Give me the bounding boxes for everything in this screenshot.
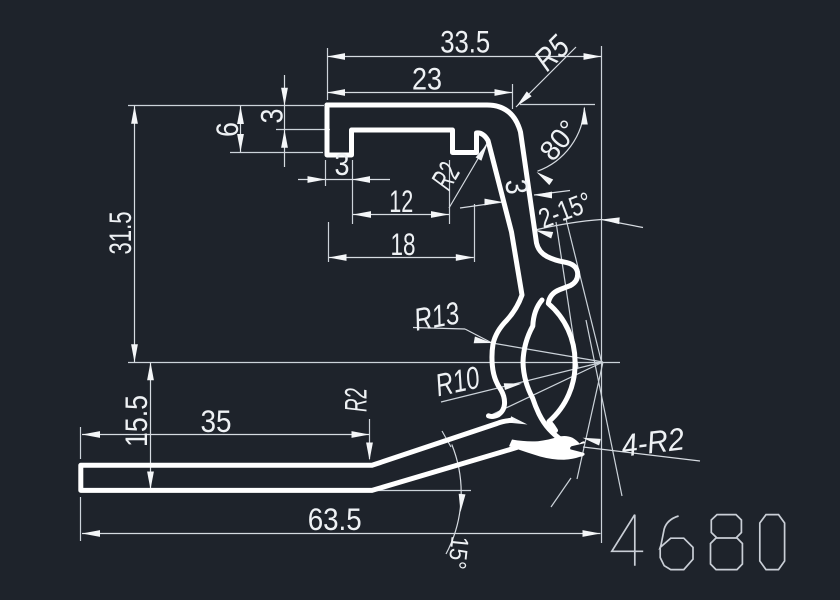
- svg-text:23: 23: [412, 61, 442, 97]
- svg-text:18: 18: [391, 226, 416, 262]
- svg-text:R13: R13: [411, 294, 462, 337]
- svg-text:6: 6: [209, 122, 245, 137]
- svg-text:R2: R2: [338, 388, 374, 412]
- svg-text:3: 3: [254, 109, 290, 124]
- svg-text:15.5: 15.5: [118, 395, 154, 447]
- svg-text:4-R2: 4-R2: [619, 420, 686, 463]
- svg-text:15°: 15°: [442, 535, 473, 571]
- svg-text:35: 35: [201, 403, 232, 439]
- svg-text:3: 3: [498, 178, 535, 196]
- svg-text:3: 3: [335, 146, 350, 182]
- svg-text:12: 12: [389, 183, 413, 219]
- svg-text:33.5: 33.5: [440, 24, 490, 60]
- svg-text:31.5: 31.5: [102, 212, 138, 255]
- svg-text:63.5: 63.5: [308, 501, 362, 537]
